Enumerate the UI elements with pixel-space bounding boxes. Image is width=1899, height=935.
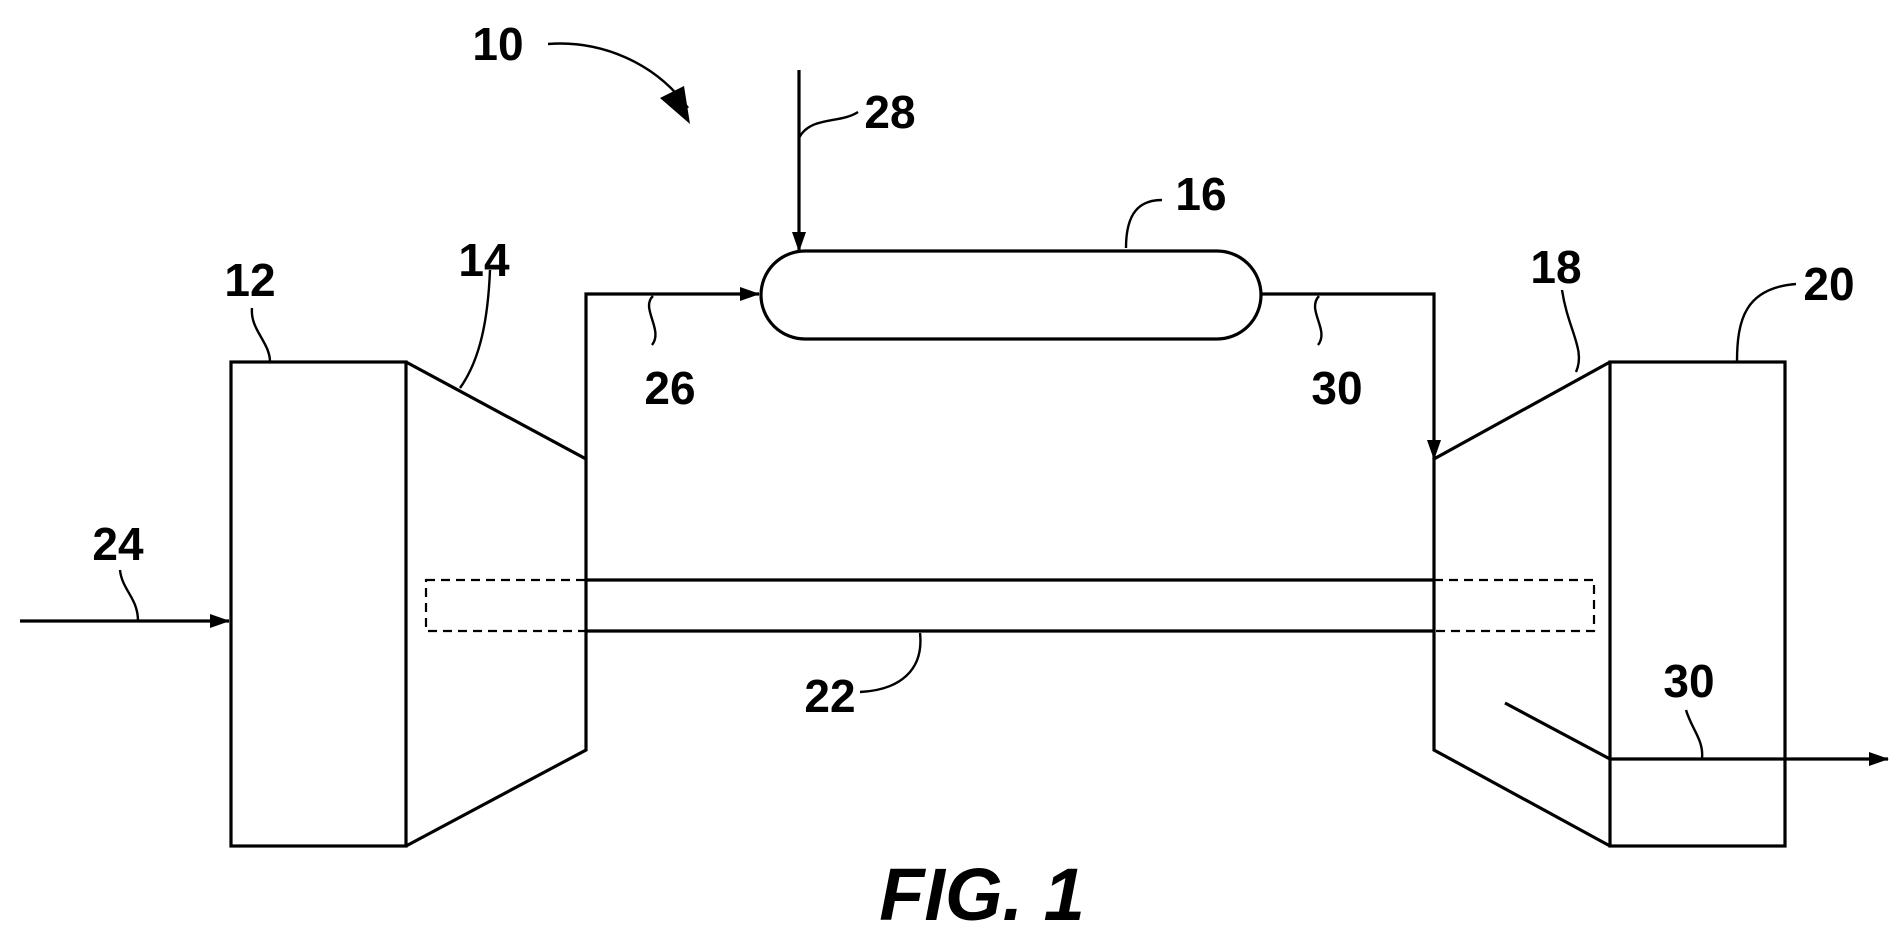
leader-24 bbox=[120, 570, 138, 621]
leader-26 bbox=[649, 296, 655, 345]
ref-16: 16 bbox=[1175, 168, 1226, 220]
ref-28: 28 bbox=[864, 86, 915, 138]
leader-30-upper bbox=[1315, 296, 1321, 345]
ref-22: 22 bbox=[804, 670, 855, 722]
shaft-22-dashed-right bbox=[1434, 580, 1594, 631]
leader-20 bbox=[1737, 284, 1796, 362]
leader-28 bbox=[799, 112, 858, 138]
leader-18 bbox=[1562, 290, 1579, 372]
leader-16 bbox=[1126, 200, 1162, 248]
block-18 bbox=[1434, 362, 1610, 846]
ref-26: 26 bbox=[644, 362, 695, 414]
leader-22 bbox=[860, 633, 920, 692]
ref-12: 12 bbox=[224, 254, 275, 306]
shaft-22-dashed-left bbox=[426, 580, 586, 631]
ref-30-lower: 30 bbox=[1663, 655, 1714, 707]
arrowhead-10 bbox=[660, 86, 690, 124]
figure-caption: FIG. 1 bbox=[879, 853, 1085, 935]
block-14 bbox=[406, 362, 586, 846]
ref-18: 18 bbox=[1530, 241, 1581, 293]
block-20 bbox=[1610, 362, 1785, 846]
leader-14 bbox=[460, 270, 490, 388]
ref-30-upper: 30 bbox=[1311, 362, 1362, 414]
combustor-16 bbox=[761, 251, 1261, 339]
ref-24: 24 bbox=[92, 518, 144, 570]
block-12 bbox=[231, 362, 406, 846]
ref-10: 10 bbox=[472, 18, 523, 70]
ref-20: 20 bbox=[1803, 258, 1854, 310]
leader-12 bbox=[252, 308, 270, 362]
ref-14: 14 bbox=[458, 234, 510, 286]
